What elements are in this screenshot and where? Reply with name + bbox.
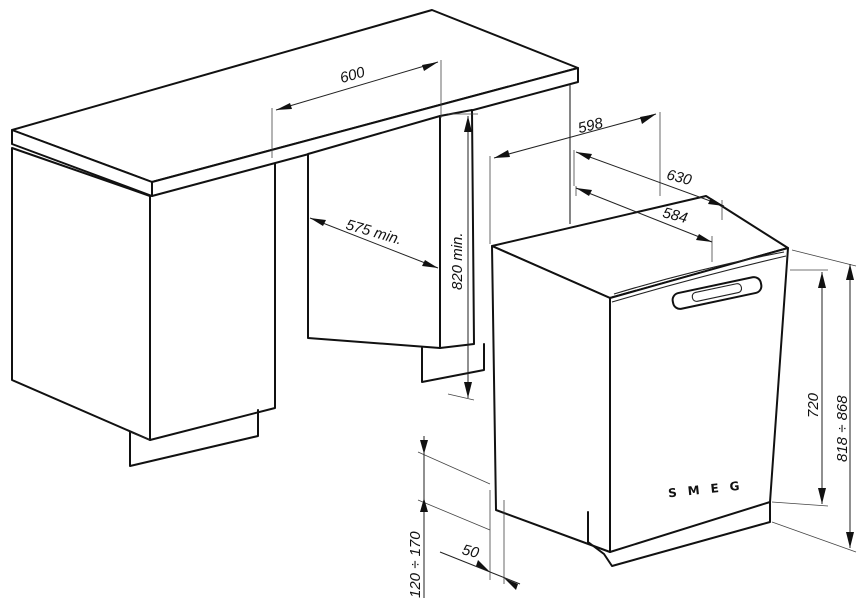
door-top-trim-inner — [611, 255, 787, 303]
dimension-584: 584 — [575, 186, 713, 262]
dishwasher-plinth — [587, 501, 771, 567]
dimension-818-868: 818 ÷ 868 — [771, 249, 857, 553]
dimension-598: 598 — [489, 112, 661, 244]
dimension-820: 820 min. — [447, 113, 478, 401]
label-appliance-width: 598 — [576, 114, 605, 137]
dishwasher: SMEG — [491, 195, 789, 567]
label-door-height: 720 — [805, 392, 822, 418]
door-top-trim — [613, 251, 785, 295]
label-niche-height: 820 min. — [449, 232, 466, 290]
dishwasher-side — [491, 245, 611, 553]
niche — [307, 84, 571, 383]
label-plinth-height: 120 ÷ 170 — [407, 531, 424, 598]
counter-top — [11, 9, 579, 197]
cabinet-side — [149, 159, 276, 441]
cabinet-front — [11, 147, 151, 441]
counter-top-side-edge — [151, 67, 579, 197]
label-appliance-depth-open: 630 — [665, 166, 694, 189]
door-handle-grip — [691, 283, 743, 302]
cabinet-plinth — [129, 409, 259, 467]
dimension-600: 600 — [271, 60, 442, 158]
dimension-630: 630 — [573, 150, 725, 220]
dimension-720: 720 — [771, 269, 829, 507]
cabinet-plinth-edge — [129, 431, 151, 441]
label-appliance-depth: 584 — [661, 204, 689, 227]
label-plinth-setback: 50 — [460, 541, 481, 562]
cabinet — [11, 147, 276, 467]
niche-plinth — [421, 343, 485, 383]
niche-right-wall — [439, 109, 475, 349]
label-counter-width: 600 — [338, 64, 367, 87]
dimension-50: 50 — [439, 490, 521, 590]
label-total-height: 818 ÷ 868 — [834, 395, 851, 462]
dimension-120-170: 120 ÷ 170 — [407, 436, 491, 598]
